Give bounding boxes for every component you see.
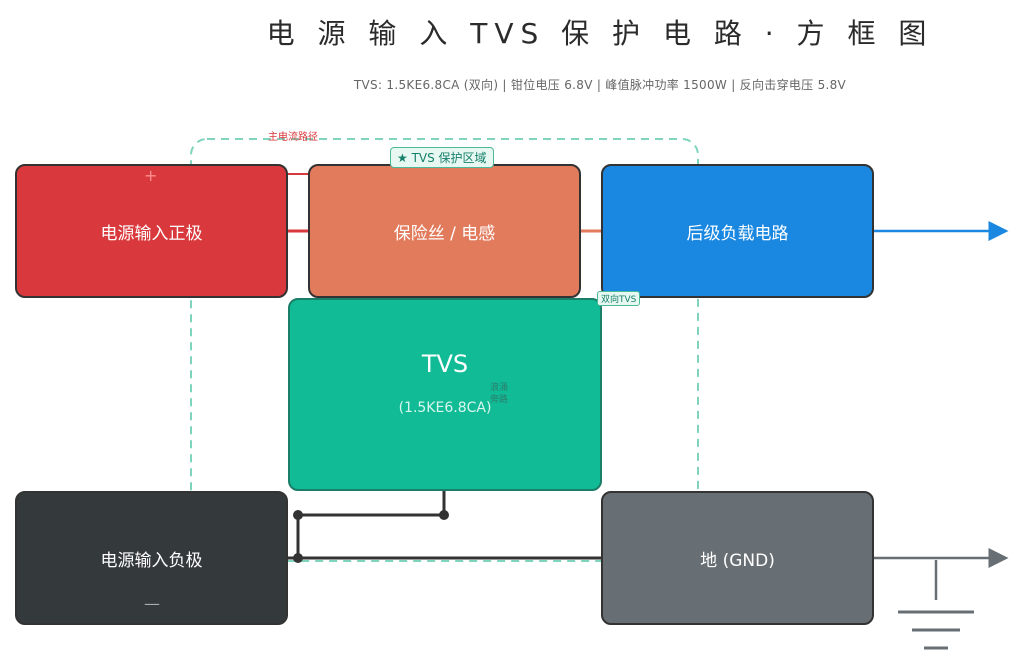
tvs-protection-zone [190, 138, 699, 562]
ground-symbol-icon [898, 560, 974, 650]
wire-tvs-to-bus [296, 491, 446, 558]
ground-block: 地 (GND) [601, 491, 874, 625]
fuse-inductor-block: 保险丝 / 电感 [308, 164, 581, 298]
tvs-block: TVS (1.5KE6.8CA) [288, 298, 602, 491]
ground-label: 地 (GND) [700, 550, 775, 571]
tvs-part-number: (1.5KE6.8CA) [398, 399, 492, 416]
plus-sign: + [144, 166, 158, 185]
spec-subtitle: TVS: 1.5KE6.8CA (双向) | 钳位电压 6.8V | 峰值脉冲功… [353, 78, 847, 92]
tvs-zone-label: ★ TVS 保护区域 [390, 147, 494, 168]
node-dot [293, 553, 303, 563]
power-positive-block: 电源输入正极 [15, 164, 288, 298]
minus-sign: — [144, 594, 160, 613]
main-current-path-label: 主电流路径 [268, 132, 318, 143]
bidirectional-tvs-label: 双向TVS [597, 291, 641, 306]
page-title: 电 源 输 入 TVS 保 护 电 路 · 方 框 图 [266, 17, 934, 50]
node-dot [439, 510, 449, 520]
node-dot [293, 510, 303, 520]
load-circuit-label: 后级负载电路 [686, 223, 789, 244]
surge-bypass-label: 浪涌 旁路 [490, 383, 509, 405]
fuse-inductor-label: 保险丝 / 电感 [393, 223, 496, 244]
power-negative-block: 电源输入负极 [15, 491, 288, 625]
power-negative-label: 电源输入负极 [100, 550, 203, 571]
power-positive-label: 电源输入正极 [100, 223, 203, 244]
load-circuit-block: 后级负载电路 [601, 164, 874, 298]
tvs-name: TVS [421, 349, 469, 378]
